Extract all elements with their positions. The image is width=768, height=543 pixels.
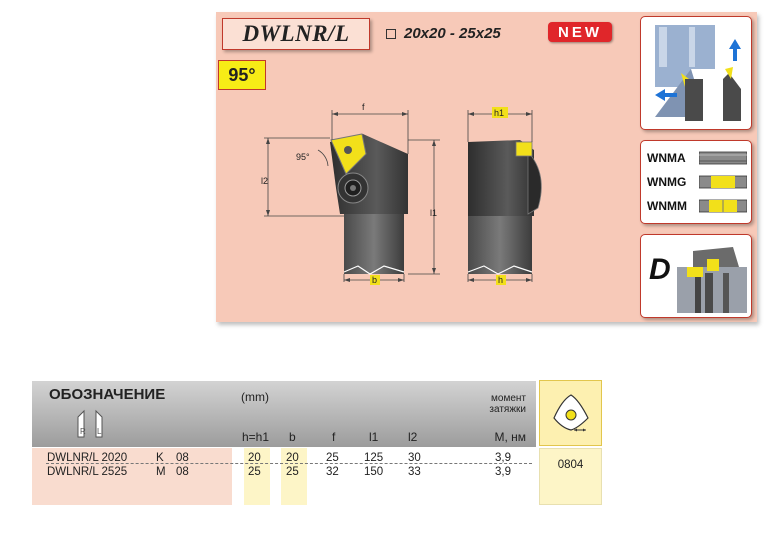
left-hand-label: L	[97, 427, 102, 436]
unit-label: (mm)	[241, 390, 269, 404]
designation-column-bg	[32, 448, 232, 505]
top-view: f l2 l1 b 95°	[261, 102, 440, 285]
torque-label-1: момент	[491, 393, 526, 404]
column-header-f: f	[332, 430, 336, 444]
square-shank-icon	[386, 28, 396, 39]
insert-label: WNMM	[647, 199, 687, 213]
size-range-text: 20x20 - 25x25	[404, 25, 501, 42]
product-title-box: DWLNR/L	[222, 18, 370, 50]
insert-label: WNMA	[647, 151, 686, 165]
dim-l1-label: l1	[430, 208, 437, 218]
insert-wnmm-icon	[699, 199, 747, 213]
row-h: 25	[248, 466, 261, 478]
row-f: 25	[326, 452, 339, 464]
product-title: DWLNR/L	[242, 21, 350, 46]
insert-row-wnmg: WNMG	[641, 170, 751, 194]
row-code: DWLNR/L 2020	[47, 452, 128, 464]
lever-clamp-icon	[677, 247, 747, 313]
row-size: 08	[176, 466, 189, 478]
row-class: M	[156, 466, 166, 478]
insert-types-box: WNMA WNMG WNMM	[640, 140, 752, 224]
dim-f-label: f	[362, 102, 365, 112]
dim-b-label: b	[372, 275, 377, 285]
row-l1: 150	[364, 466, 384, 478]
clamp-type-letter: D	[649, 253, 671, 286]
side-view: h1 h	[467, 107, 542, 285]
column-header-l2: l2	[408, 430, 418, 444]
new-badge: NEW	[548, 22, 612, 42]
table-header: ОБОЗНАЧЕНИЕ R L (mm) момент затяжки h=h1…	[32, 381, 536, 447]
arrow-left-icon	[655, 89, 677, 101]
arrow-up-icon	[729, 39, 741, 61]
b-column-bg	[281, 448, 307, 505]
tool-holder-drawing: f l2 l1 b 95° h1	[261, 102, 542, 285]
row-h: 20	[248, 452, 261, 464]
column-header-b: b	[289, 430, 296, 444]
row-l2: 30	[408, 452, 421, 464]
row-l1: 125	[364, 452, 384, 464]
insert-wnmg-icon	[699, 175, 747, 189]
h-column-bg	[244, 448, 270, 505]
row-torque: 3,9	[495, 452, 511, 464]
row-code: DWLNR/L 2525	[47, 466, 128, 478]
dim-l2-label: l2	[261, 176, 268, 186]
torque-label-2: затяжки	[489, 404, 526, 415]
row-l2: 33	[408, 466, 421, 478]
clamping-system-box: D	[640, 234, 752, 318]
row-divider	[46, 463, 532, 464]
insert-row-wnmm: WNMM	[641, 194, 751, 218]
row-class: K	[156, 452, 164, 464]
trigon-insert-icon	[552, 394, 589, 432]
approach-angle-badge: 95°	[218, 60, 266, 90]
row-torque: 3,9	[495, 466, 511, 478]
insert-row-wnma: WNMA	[641, 146, 751, 170]
insert-code-cell: 0804	[539, 448, 602, 505]
row-b: 25	[286, 466, 299, 478]
column-header-l1: l1	[369, 430, 379, 444]
designation-header: ОБОЗНАЧЕНИЕ	[49, 386, 166, 403]
angle-label: 95°	[296, 152, 310, 162]
size-range: 20x20 - 25x25	[386, 25, 501, 42]
turning-operation-icon	[655, 25, 741, 121]
right-left-hand-icon	[77, 409, 103, 438]
row-size: 08	[176, 452, 189, 464]
insert-shape-box	[539, 380, 602, 446]
operation-diagram-box	[640, 16, 752, 130]
column-header-torque: M, нм	[494, 430, 526, 444]
insert-wnma-icon	[699, 151, 747, 165]
row-b: 20	[286, 452, 299, 464]
row-f: 32	[326, 466, 339, 478]
column-header-h: h=h1	[242, 430, 270, 444]
dim-h-label: h	[498, 275, 503, 285]
dim-h1-label: h1	[494, 108, 504, 118]
insert-label: WNMG	[647, 175, 687, 189]
right-hand-label: R	[80, 427, 86, 436]
